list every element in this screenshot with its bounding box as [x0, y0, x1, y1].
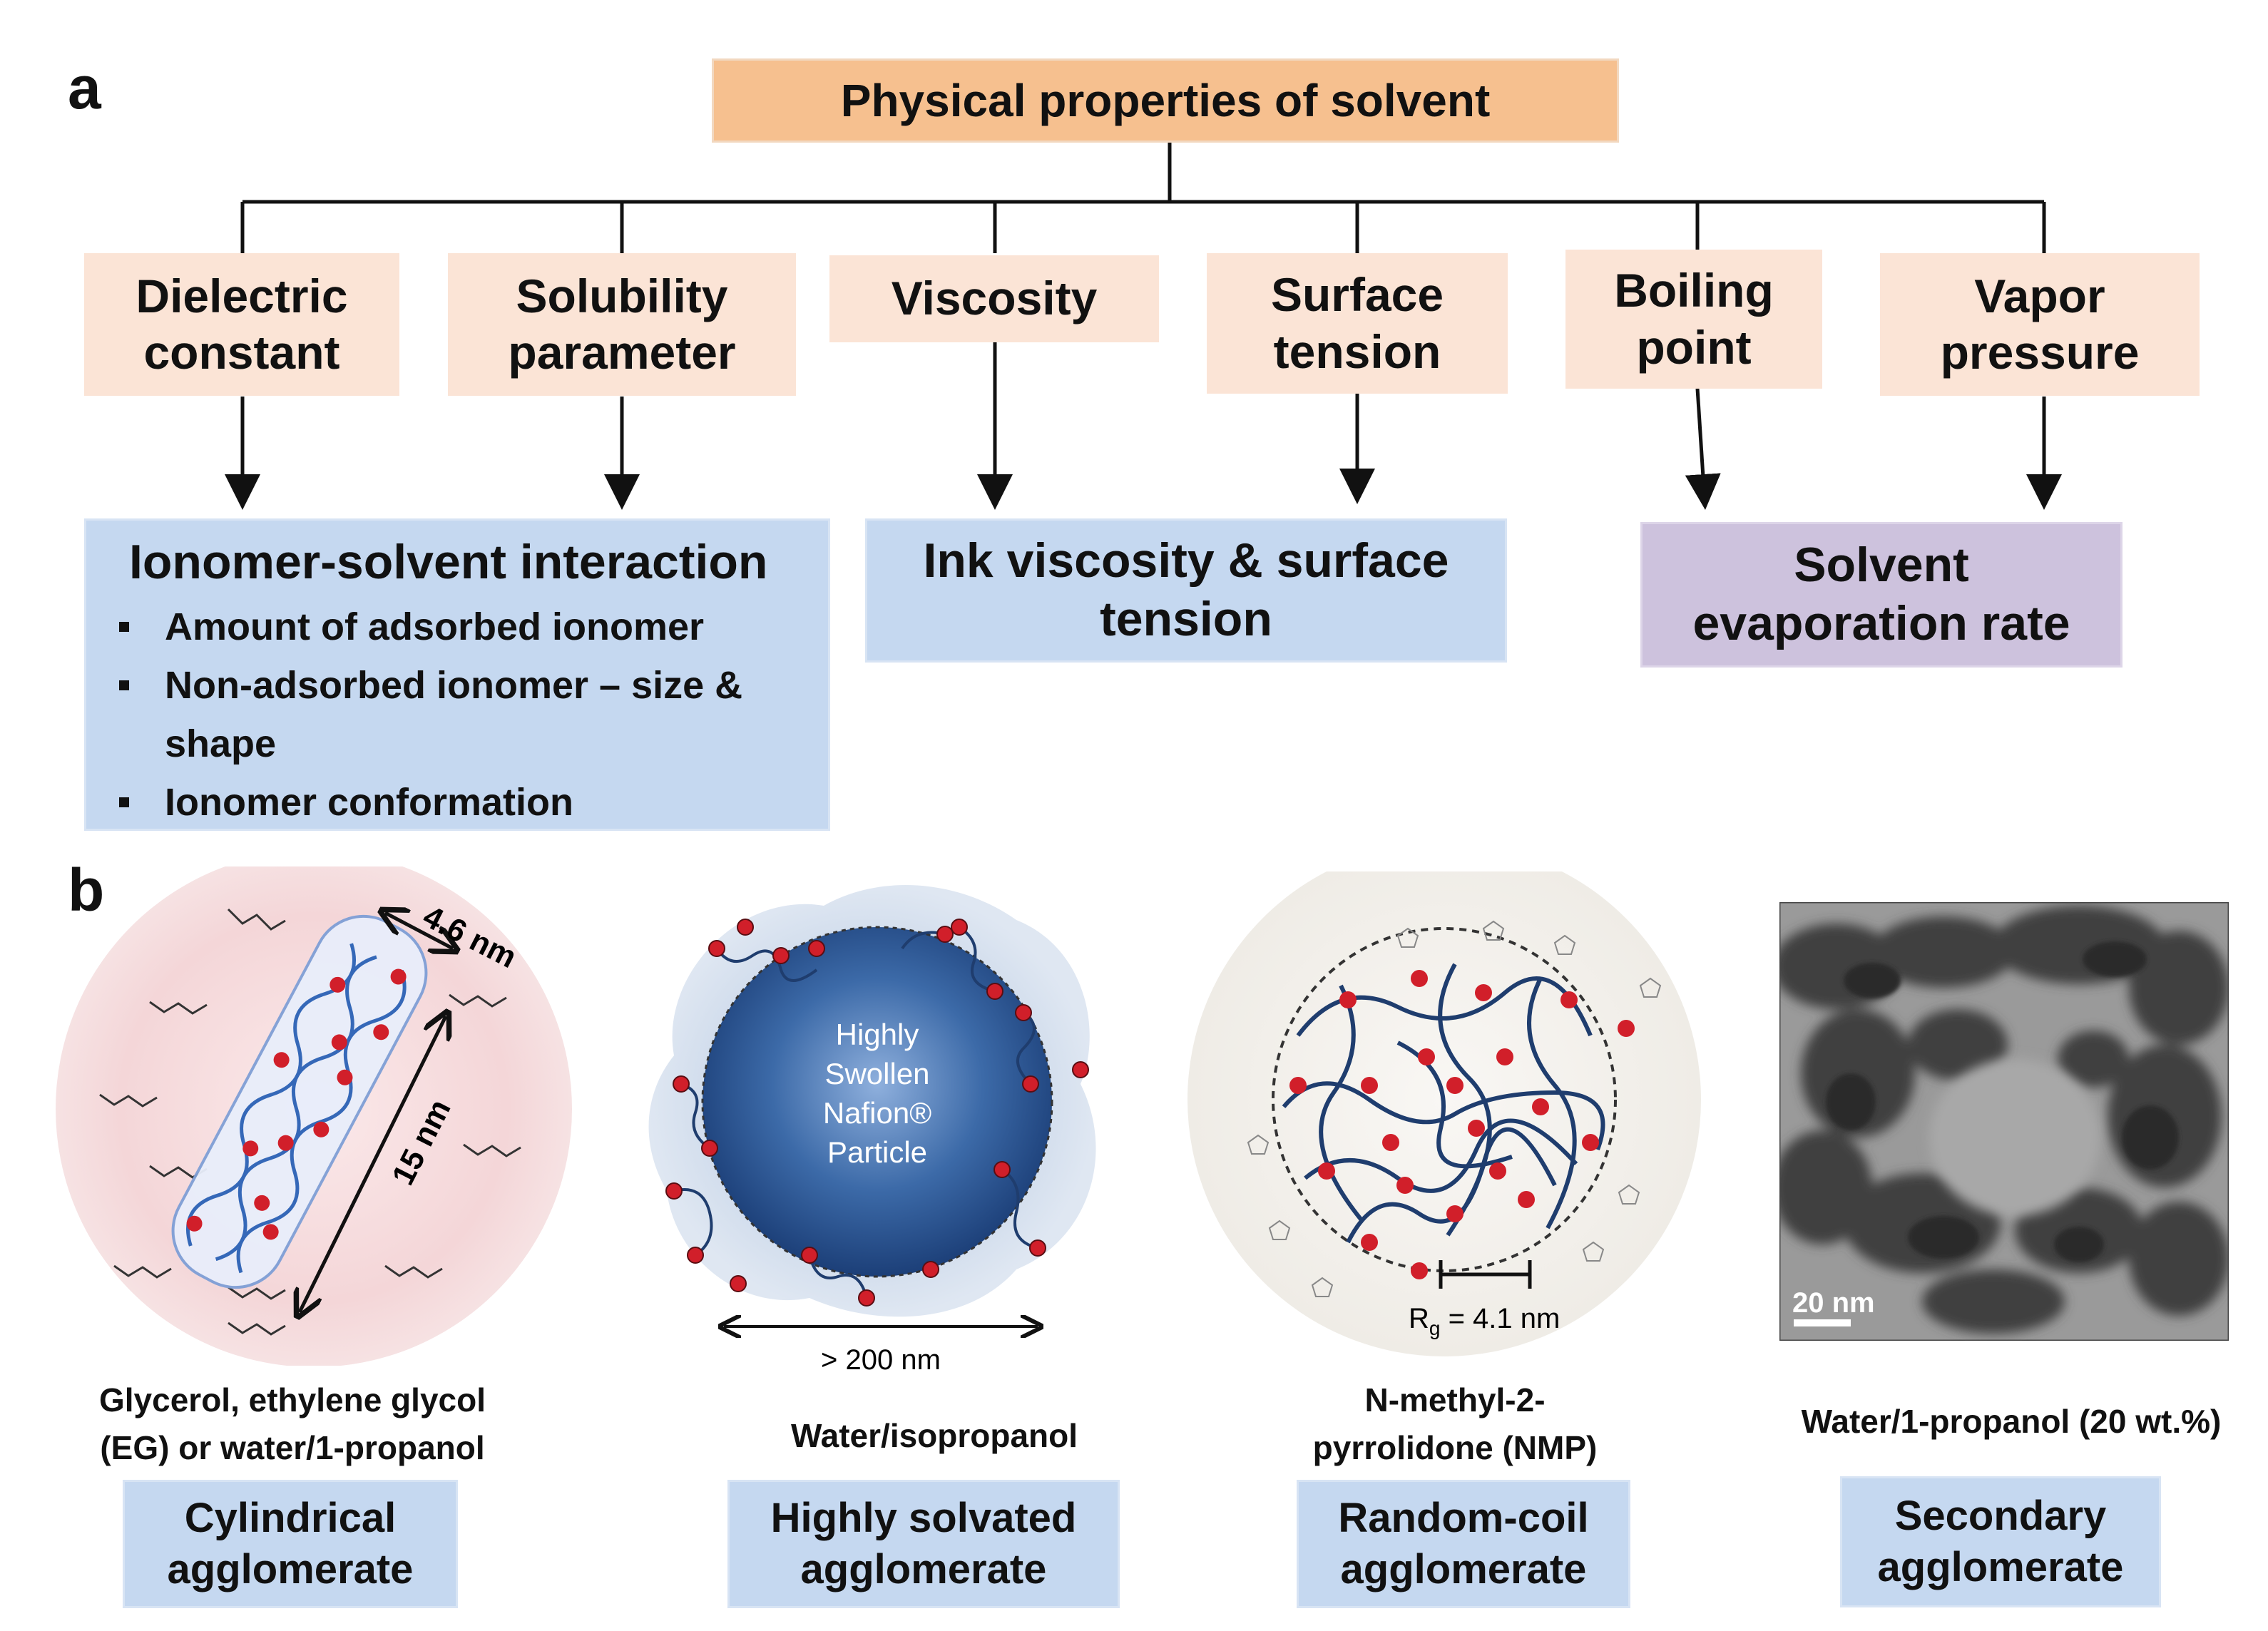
ionomer-bullet-list: Amount of adsorbed ionomer Non-adsorbed … [115, 598, 821, 832]
caption-random-coil: N-methyl-2- pyrrolidone (NMP) [1312, 1381, 1598, 1466]
type-cylindrical: Cylindrical agglomerate [123, 1480, 458, 1608]
property-viscosity: Viscosity [829, 255, 1159, 342]
ink-viscosity-box: Ink viscosity & surface tension [865, 518, 1507, 663]
evaporation-rate-box: Solvent evaporation rate [1640, 522, 2123, 668]
type-secondary: Secondary agglomerate [1840, 1476, 2161, 1607]
glycerol-molecules [99, 908, 521, 1336]
root-box: Physical properties of solvent [712, 58, 1619, 143]
particle-line-2: Swollen [824, 1057, 929, 1090]
property-solubility: Solubility parameter [448, 253, 796, 396]
particle-line-4: Particle [827, 1135, 927, 1169]
type-solvated: Highly solvated agglomerate [727, 1480, 1120, 1608]
property-dielectric: Dielectric constant [84, 253, 399, 396]
cylindrical-agglomerate-illustration: 4.6 nm 15 nm [56, 866, 572, 1366]
type-random-coil: Random-coil agglomerate [1297, 1480, 1630, 1608]
tem-micrograph: 20 nm [1779, 902, 2229, 1341]
arrow-boiling [1685, 388, 1721, 510]
panel-label-a: a [68, 54, 101, 121]
bullet-ionomer-conformation: Ionomer conformation [115, 773, 821, 832]
caption-secondary: Water/1-propanol (20 wt.%) [1801, 1403, 2222, 1440]
flowchart-connectors [225, 143, 2062, 510]
property-vapor-pressure: Vapor pressure [1880, 253, 2200, 396]
ionomer-interaction-title: Ionomer-solvent interaction [129, 535, 768, 589]
caption-solvated: Water/isopropanol [790, 1417, 1078, 1454]
particle-line-1: Highly [836, 1018, 919, 1051]
rg-label: Rg = 4.1 nm [1409, 1303, 1560, 1339]
property-surface-tension: Surface tension [1207, 253, 1508, 394]
bullet-adsorbed-ionomer: Amount of adsorbed ionomer [115, 598, 821, 656]
bullet-non-adsorbed-ionomer: Non-adsorbed ionomer – size & shape [115, 656, 821, 773]
solvated-scale-label: > 200 nm [821, 1344, 941, 1376]
caption-cylindrical: Glycerol, ethylene glycol (EG) or water/… [99, 1381, 486, 1466]
panel-label-b: b [68, 857, 105, 924]
random-coil-illustration: Rg = 4.1 nm [1187, 871, 1701, 1356]
highly-solvated-illustration: Highly Swollen Nafion® Particle > 200 nm [648, 885, 1096, 1376]
ionomer-interaction-box: Ionomer-solvent interaction Amount of ad… [84, 518, 830, 831]
tem-scale-label: 20 nm [1792, 1287, 1875, 1319]
particle-line-3: Nafion® [823, 1096, 931, 1130]
property-boiling-point: Boiling point [1565, 250, 1822, 389]
